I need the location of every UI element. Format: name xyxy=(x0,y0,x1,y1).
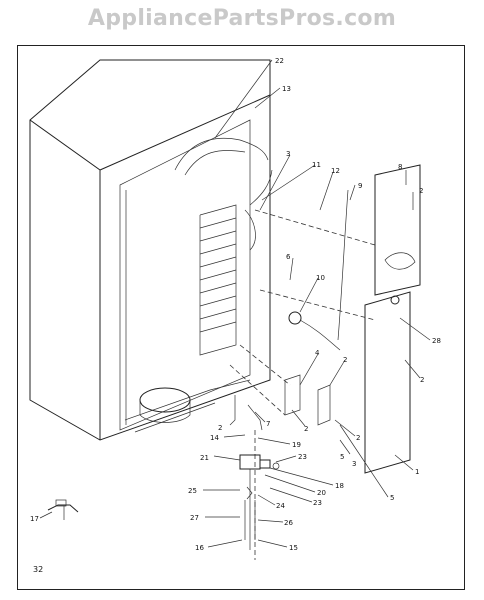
callout-17: 17 xyxy=(30,515,39,523)
callout-labels: 22 13 3 11 12 9 8 2 6 10 28 2 4 2 7 2 2 … xyxy=(30,57,441,552)
callout-2-f: 2 xyxy=(218,424,222,432)
callout-15: 15 xyxy=(289,544,298,552)
callout-8: 8 xyxy=(398,163,402,171)
callout-2-c: 2 xyxy=(343,356,347,364)
callout-24: 24 xyxy=(276,502,285,510)
callout-18: 18 xyxy=(335,482,344,490)
callout-12: 12 xyxy=(331,167,340,175)
callout-22: 22 xyxy=(275,57,284,65)
callout-11: 11 xyxy=(312,161,321,169)
drain-tube xyxy=(337,189,349,341)
water-valve-assembly xyxy=(239,454,280,550)
leader-lines xyxy=(39,59,431,548)
brackets xyxy=(229,374,331,431)
callout-20: 20 xyxy=(317,489,326,497)
callout-23-b: 23 xyxy=(313,499,322,507)
callout-1: 1 xyxy=(415,468,419,476)
callout-28: 28 xyxy=(432,337,441,345)
guide-lines xyxy=(229,209,376,560)
callout-14: 14 xyxy=(210,434,219,442)
callout-6: 6 xyxy=(286,253,291,261)
compressor xyxy=(124,379,251,433)
diagram-frame xyxy=(17,45,465,590)
callout-19: 19 xyxy=(292,441,301,449)
watermark: AppliancePartsPros.com xyxy=(87,6,397,31)
callout-5-a: 5 xyxy=(340,453,344,461)
rear-panels xyxy=(364,164,421,474)
callout-27: 27 xyxy=(190,514,199,522)
callout-26: 26 xyxy=(284,519,293,527)
callout-3-b: 3 xyxy=(352,460,356,468)
page-number: 32 xyxy=(33,565,44,574)
cabinet-body xyxy=(29,59,271,441)
fitting xyxy=(47,499,79,520)
callout-23-a: 23 xyxy=(298,453,307,461)
callout-21: 21 xyxy=(200,454,209,462)
callout-2-d: 2 xyxy=(304,425,308,433)
callout-5-b: 5 xyxy=(390,494,394,502)
callout-7: 7 xyxy=(266,420,270,428)
tubing xyxy=(174,137,273,251)
condenser-coil xyxy=(199,204,237,356)
callout-9: 9 xyxy=(358,182,362,190)
wire-harness xyxy=(288,311,341,351)
callout-25: 25 xyxy=(188,487,197,495)
callout-3: 3 xyxy=(286,150,290,158)
callout-2-b: 2 xyxy=(420,376,424,384)
callout-16: 16 xyxy=(195,544,204,552)
callout-2-a: 2 xyxy=(419,187,423,195)
callout-10: 10 xyxy=(316,274,325,282)
callout-13: 13 xyxy=(282,85,291,93)
callout-4: 4 xyxy=(315,349,320,357)
callout-2-e: 2 xyxy=(356,434,360,442)
